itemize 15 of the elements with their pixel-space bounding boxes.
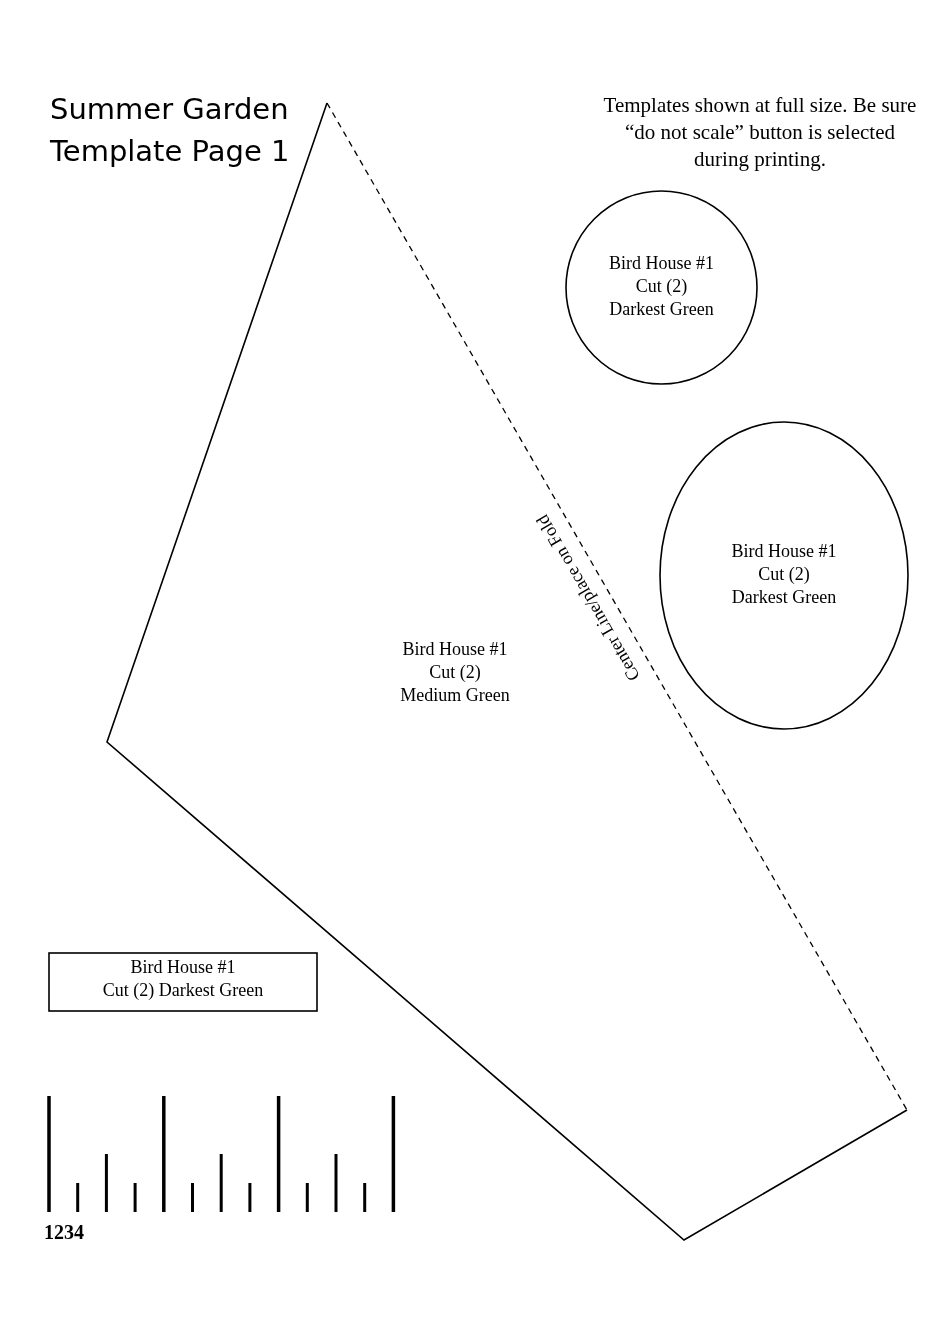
piece-label: Medium Green (400, 684, 510, 707)
piece-label: Cut (2) Darkest Green (102, 979, 264, 1002)
scale-label: 1234 (44, 1220, 84, 1244)
piece-label: Cut (2) (758, 563, 810, 586)
piece-label: Bird House #1 (130, 956, 236, 979)
piece-label: Bird House #1 (609, 252, 714, 275)
piece-label: Bird House #1 (402, 638, 508, 661)
piece-label: Cut (2) (429, 661, 481, 684)
page-title: Summer Garden Template Page 1 (50, 91, 291, 170)
piece-label: Cut (2) (635, 275, 688, 298)
printing-note: Templates shown at full size. Be sure “do not scale” button is selected during printing. (602, 92, 918, 173)
piece-label: Darkest Green (731, 586, 837, 609)
piece-label: Darkest Green (609, 298, 714, 321)
strip-pattern-piece (48, 952, 318, 1012)
piece-label: Bird House #1 (731, 540, 837, 563)
